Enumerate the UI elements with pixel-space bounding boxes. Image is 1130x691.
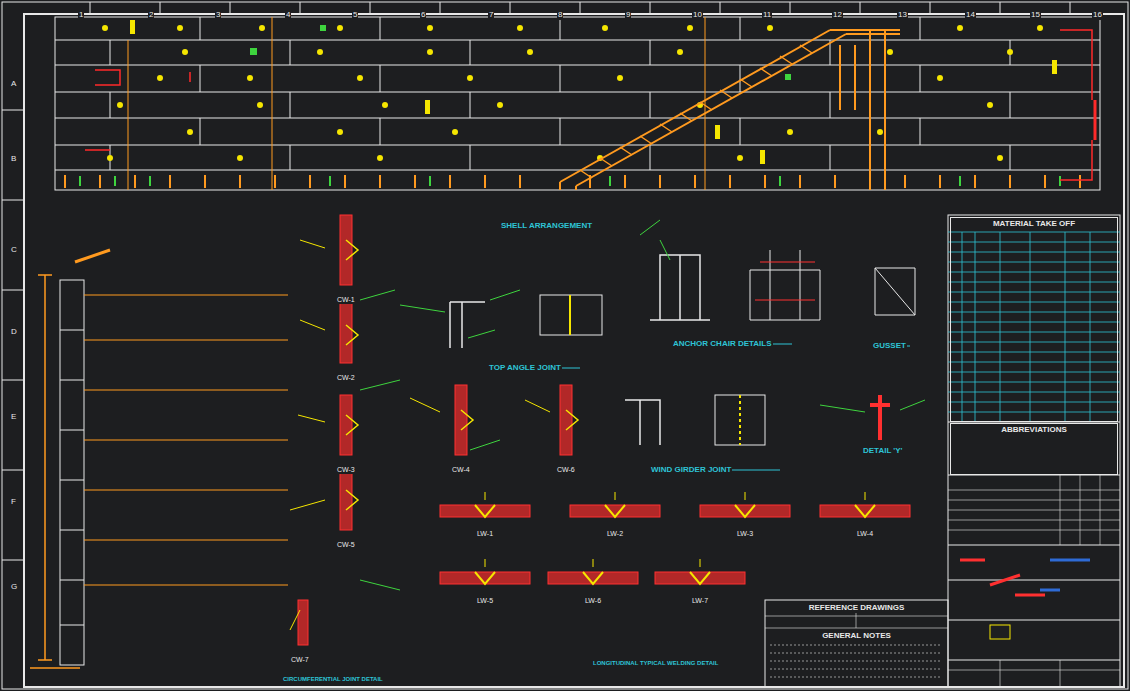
joint-mark: LW-7 — [691, 597, 709, 605]
grid-letter: B — [10, 155, 17, 164]
joint-mark: CW-6 — [556, 466, 576, 474]
grid-number: 15 — [1030, 11, 1041, 20]
grid-letter: A — [10, 80, 17, 89]
table-heading: GENERAL NOTES — [820, 631, 893, 641]
view-title: WIND GIRDER JOINT — [650, 466, 732, 475]
view-title: ANCHOR CHAIR DETAILS — [672, 340, 773, 349]
joint-mark: LW-1 — [476, 530, 494, 538]
grid-number: 7 — [488, 11, 494, 20]
joint-mark: LW-6 — [584, 597, 602, 605]
view-title: LONGITUDINAL TYPICAL WELDING DETAIL — [592, 660, 719, 667]
joint-mark: LW-3 — [736, 530, 754, 538]
view-title: GUSSET — [872, 342, 907, 351]
grid-number: 4 — [285, 11, 291, 20]
joint-mark: CW-4 — [451, 466, 471, 474]
joint-mark: CW-1 — [336, 296, 356, 304]
view-title: DETAIL 'Y' — [862, 447, 904, 456]
grid-number: 6 — [420, 11, 426, 20]
table-heading: REFERENCE DRAWINGS — [807, 603, 907, 613]
grid-number: 5 — [352, 11, 358, 20]
joint-mark: LW-5 — [476, 597, 494, 605]
grid-number: 12 — [832, 11, 843, 20]
grid-number: 11 — [762, 11, 772, 20]
grid-letter: E — [10, 413, 17, 422]
table-box: REFERENCE DRAWINGS — [766, 601, 947, 627]
grid-number: 16 — [1092, 11, 1103, 20]
grid-number: 13 — [897, 11, 908, 20]
grid-number: 1 — [78, 11, 84, 20]
view-title: CIRCUMFERENTIAL JOINT DETAIL — [282, 676, 384, 683]
grid-number: 2 — [148, 11, 154, 20]
table-box: GENERAL NOTES — [766, 629, 947, 686]
grid-letter: G — [10, 583, 18, 592]
joint-mark: LW-2 — [606, 530, 624, 538]
table-box: ABBREVIATIONS — [950, 423, 1118, 475]
view-title: SHELL ARRANGEMENT — [500, 222, 593, 231]
view-title: TOP ANGLE JOINT — [488, 364, 562, 373]
grid-number: 8 — [557, 11, 563, 20]
joint-mark: CW-5 — [336, 541, 356, 549]
grid-number: 3 — [215, 11, 221, 20]
grid-letter: F — [10, 498, 17, 507]
joint-mark: LW-4 — [856, 530, 874, 538]
joint-mark: CW-3 — [336, 466, 356, 474]
grid-number: 10 — [692, 11, 703, 20]
grid-letter: D — [10, 328, 18, 337]
joint-mark: CW-2 — [336, 374, 356, 382]
table-heading: ABBREVIATIONS — [999, 425, 1069, 435]
grid-number: 14 — [965, 11, 976, 20]
table-heading: MATERIAL TAKE OFF — [991, 219, 1077, 229]
table-box: MATERIAL TAKE OFF — [950, 217, 1118, 422]
grid-number: 9 — [625, 11, 631, 20]
grid-letter: C — [10, 246, 18, 255]
joint-mark: CW-7 — [290, 656, 310, 664]
